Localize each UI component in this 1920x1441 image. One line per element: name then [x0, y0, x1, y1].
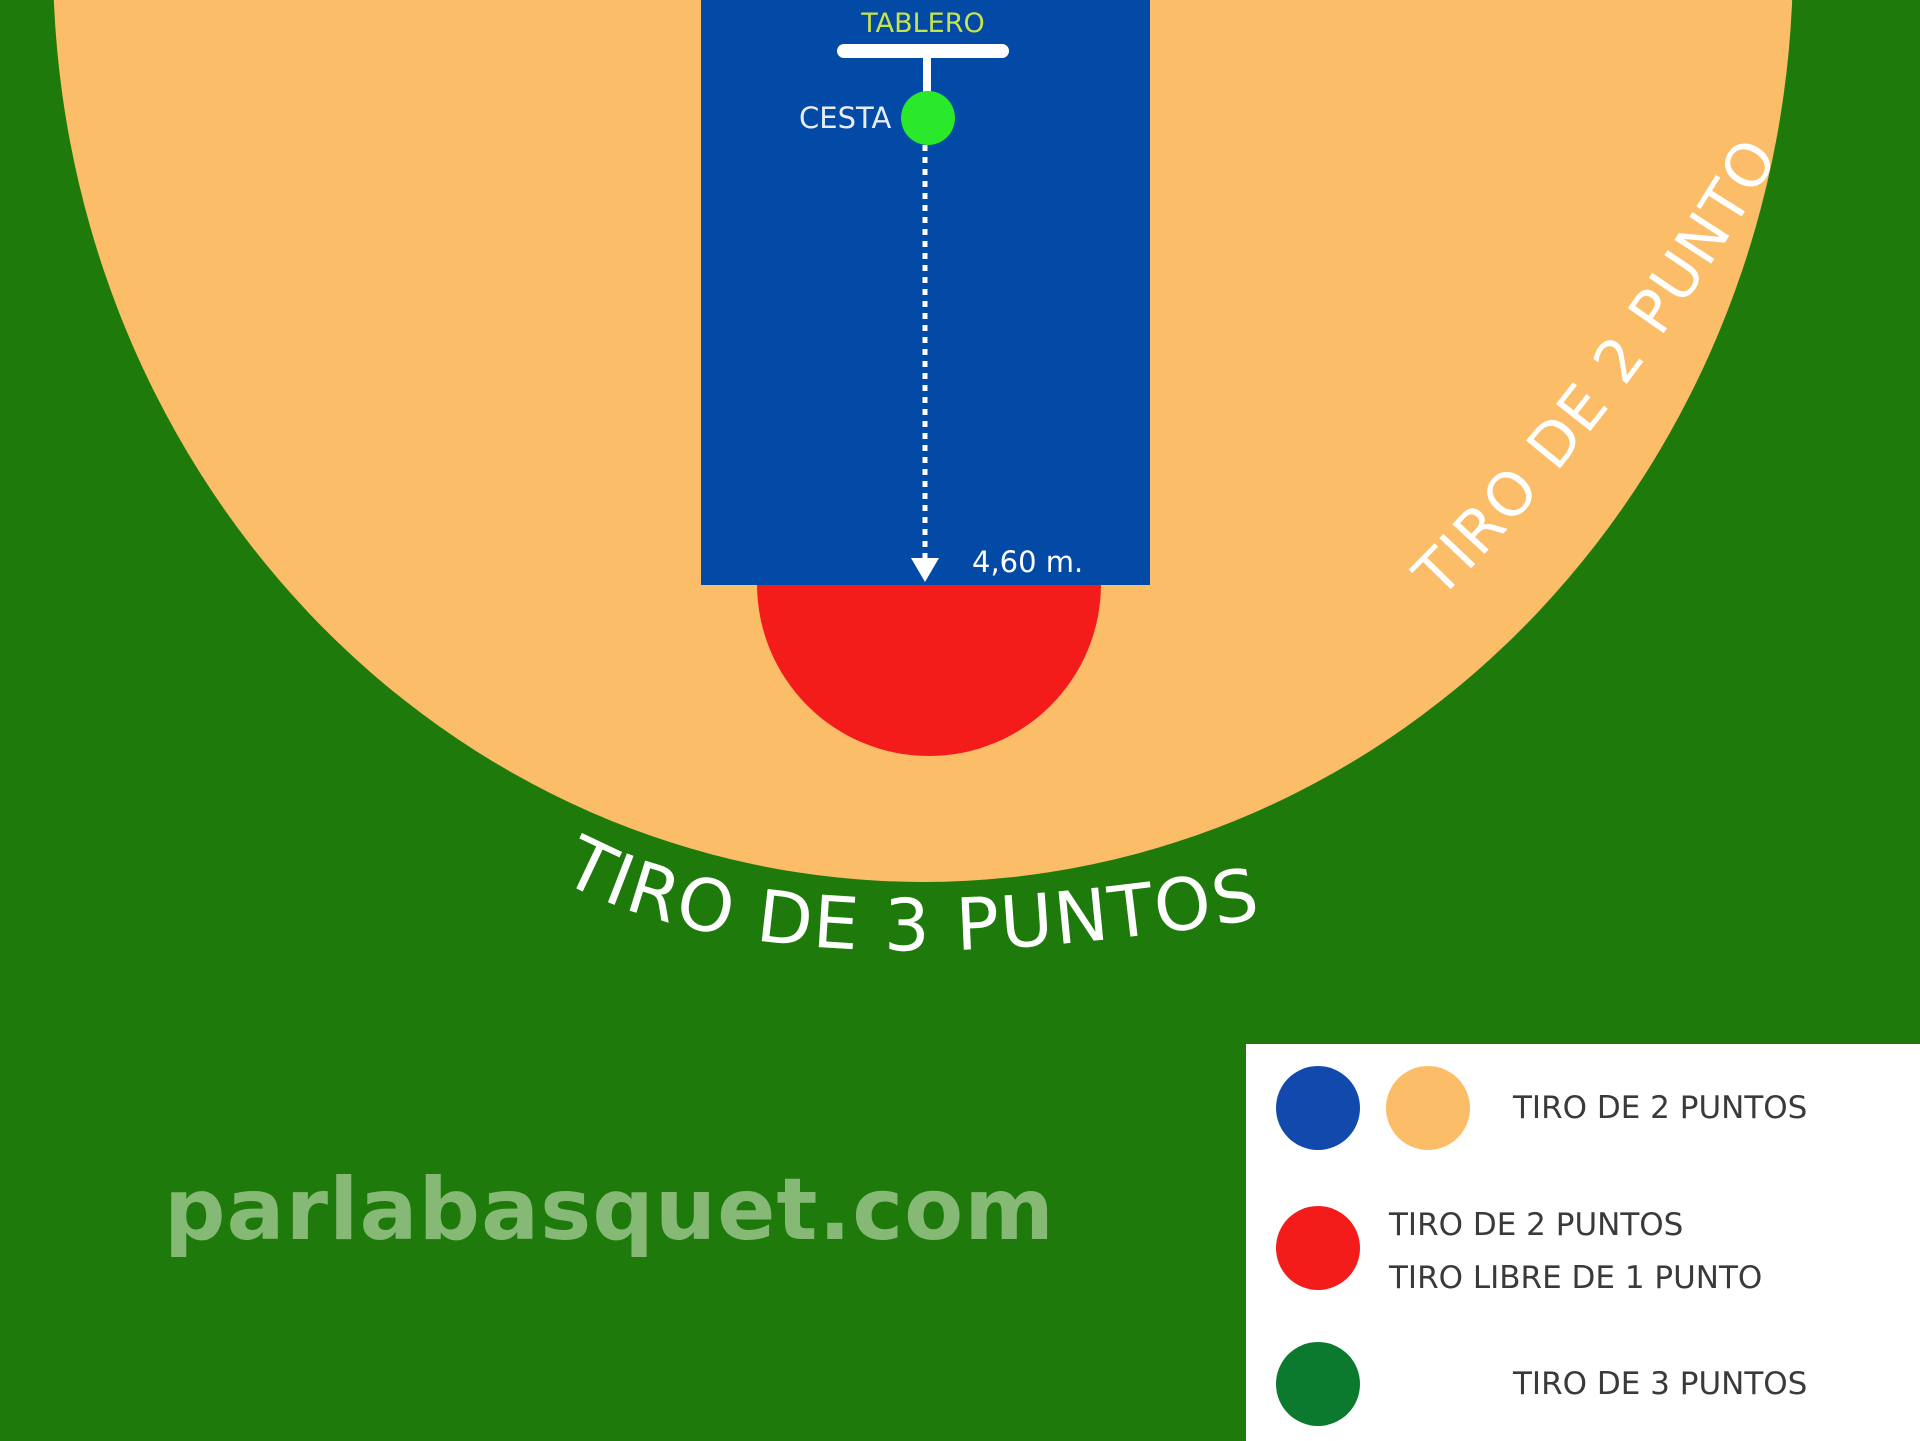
- legend-row3-label: TIRO DE 3 PUNTOS: [1513, 1366, 1808, 1402]
- free-throw-semicircle: [757, 584, 1101, 756]
- distance-arrowhead: [911, 558, 939, 582]
- backboard-connector: [923, 58, 931, 96]
- legend-row2-label-line1: TIRO DE 2 PUNTOS: [1389, 1207, 1684, 1243]
- basket: [901, 91, 955, 145]
- legend-row2-label-line2: TIRO LIBRE DE 1 PUNTO: [1389, 1260, 1763, 1296]
- distance-label: 4,60 m.: [972, 545, 1083, 579]
- legend-blue-dot: [1276, 1066, 1360, 1150]
- legend-orange-dot: [1386, 1066, 1470, 1150]
- cesta-label: CESTA: [799, 101, 891, 135]
- legend-red-dot: [1276, 1206, 1360, 1290]
- legend: TIRO DE 2 PUNTOS TIRO DE 2 PUNTOS TIRO L…: [1246, 1044, 1920, 1441]
- backboard: [837, 44, 1009, 58]
- tablero-label: TABLERO: [860, 8, 985, 39]
- legend-green-dot: [1276, 1342, 1360, 1426]
- watermark: parlabasquet.com: [164, 1160, 1055, 1260]
- legend-row1-label: TIRO DE 2 PUNTOS: [1513, 1090, 1808, 1126]
